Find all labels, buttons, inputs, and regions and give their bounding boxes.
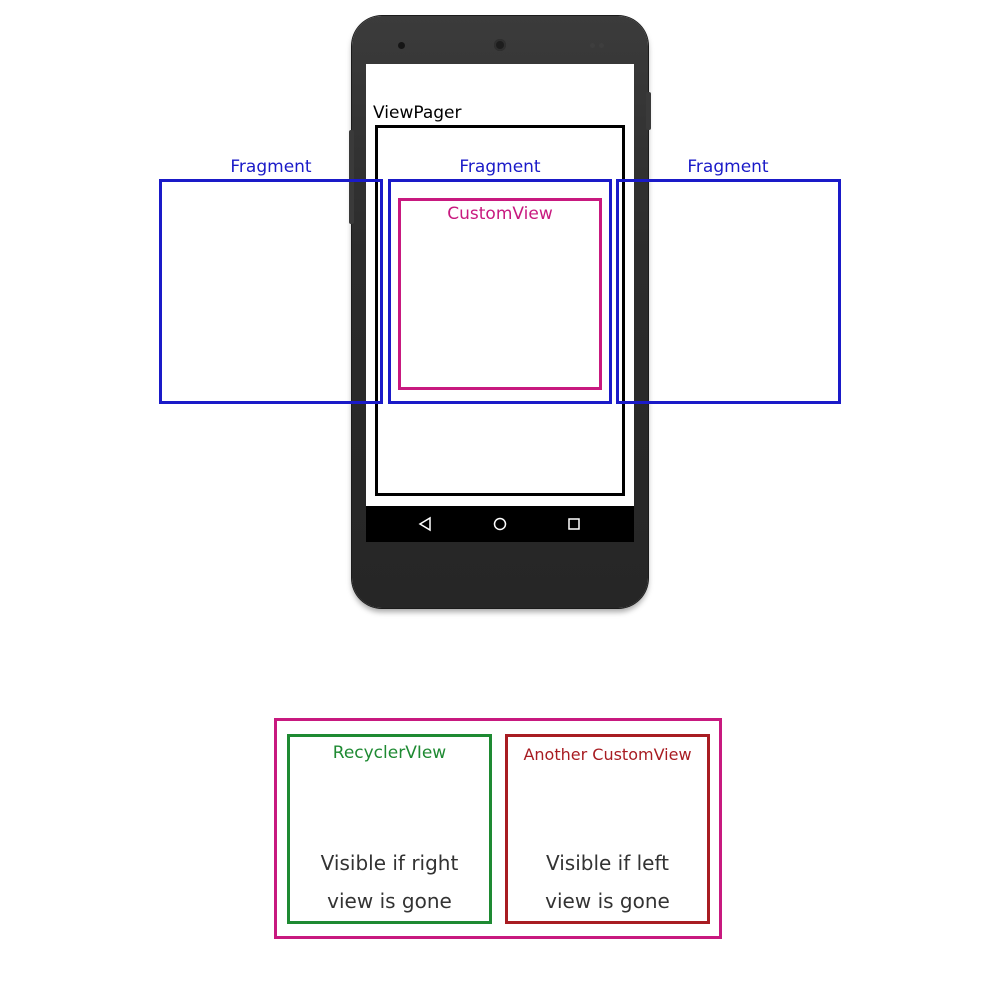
recents-icon[interactable]	[567, 517, 581, 531]
another-customview-label: Another CustomView	[523, 745, 692, 764]
speaker-dot-icon	[590, 43, 595, 48]
another-customview-box	[505, 734, 710, 924]
fragment-right-label: Fragment	[687, 157, 769, 177]
another-customview-note-line1: Visible if left	[545, 851, 670, 875]
speaker-dot-icon	[599, 43, 604, 48]
customview-label: CustomView	[447, 204, 553, 224]
recyclerview-label: RecyclerVIew	[332, 743, 447, 763]
back-icon[interactable]	[418, 516, 432, 532]
fragment-center-label: Fragment	[459, 157, 541, 177]
home-icon[interactable]	[492, 516, 508, 532]
fragment-center-box	[388, 179, 612, 404]
customview-box	[398, 198, 602, 390]
front-sensor-icon	[398, 42, 405, 49]
fragment-left-label: Fragment	[230, 157, 312, 177]
fragment-right-box	[616, 179, 841, 404]
customview-detail-box	[274, 718, 722, 939]
viewpager-box	[375, 125, 625, 496]
phone-side-button-right	[646, 92, 651, 130]
viewpager-label: ViewPager	[373, 103, 462, 123]
android-nav-bar	[366, 506, 634, 542]
front-camera-icon	[494, 39, 506, 51]
phone-screen	[366, 64, 634, 506]
fragment-left-box	[159, 179, 383, 404]
recyclerview-box	[287, 734, 492, 924]
phone-side-button-left	[349, 130, 354, 224]
recyclerview-note-line1: Visible if right	[320, 851, 459, 875]
another-customview-note-line2: view is gone	[545, 889, 670, 913]
recyclerview-note-line2: view is gone	[327, 889, 452, 913]
